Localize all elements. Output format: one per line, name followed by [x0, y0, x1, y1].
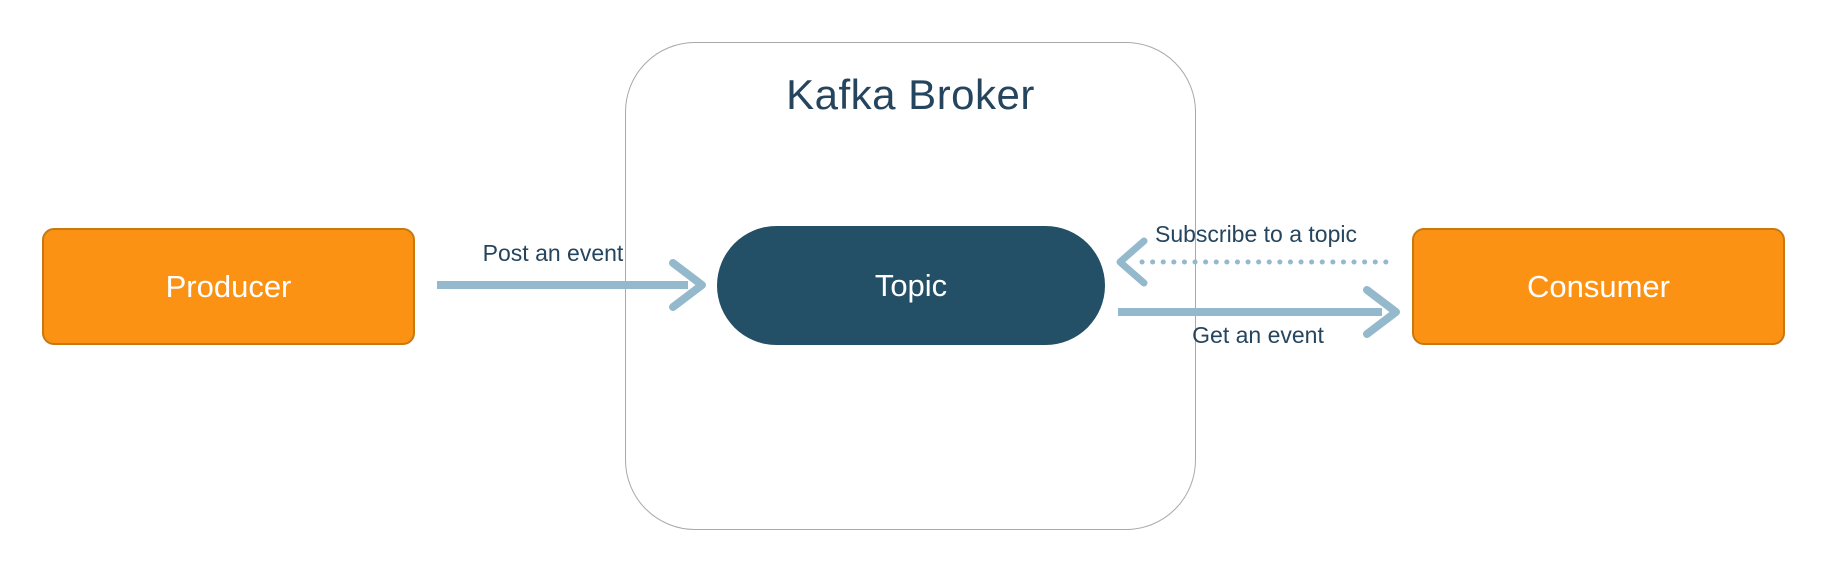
- consumer-node: Consumer: [1412, 228, 1785, 345]
- get-arrow-label: Get an event: [1192, 322, 1324, 348]
- topic-node: Topic: [717, 226, 1105, 345]
- topic-label: Topic: [874, 267, 948, 303]
- post-arrow-label: Post an event: [482, 240, 624, 266]
- subscribe-arrow-label: Subscribe to a topic: [1154, 221, 1358, 247]
- kafka-broker-title: Kafka Broker: [786, 71, 1035, 118]
- consumer-label: Consumer: [1527, 268, 1670, 304]
- producer-node: Producer: [42, 228, 415, 345]
- producer-label: Producer: [165, 268, 292, 304]
